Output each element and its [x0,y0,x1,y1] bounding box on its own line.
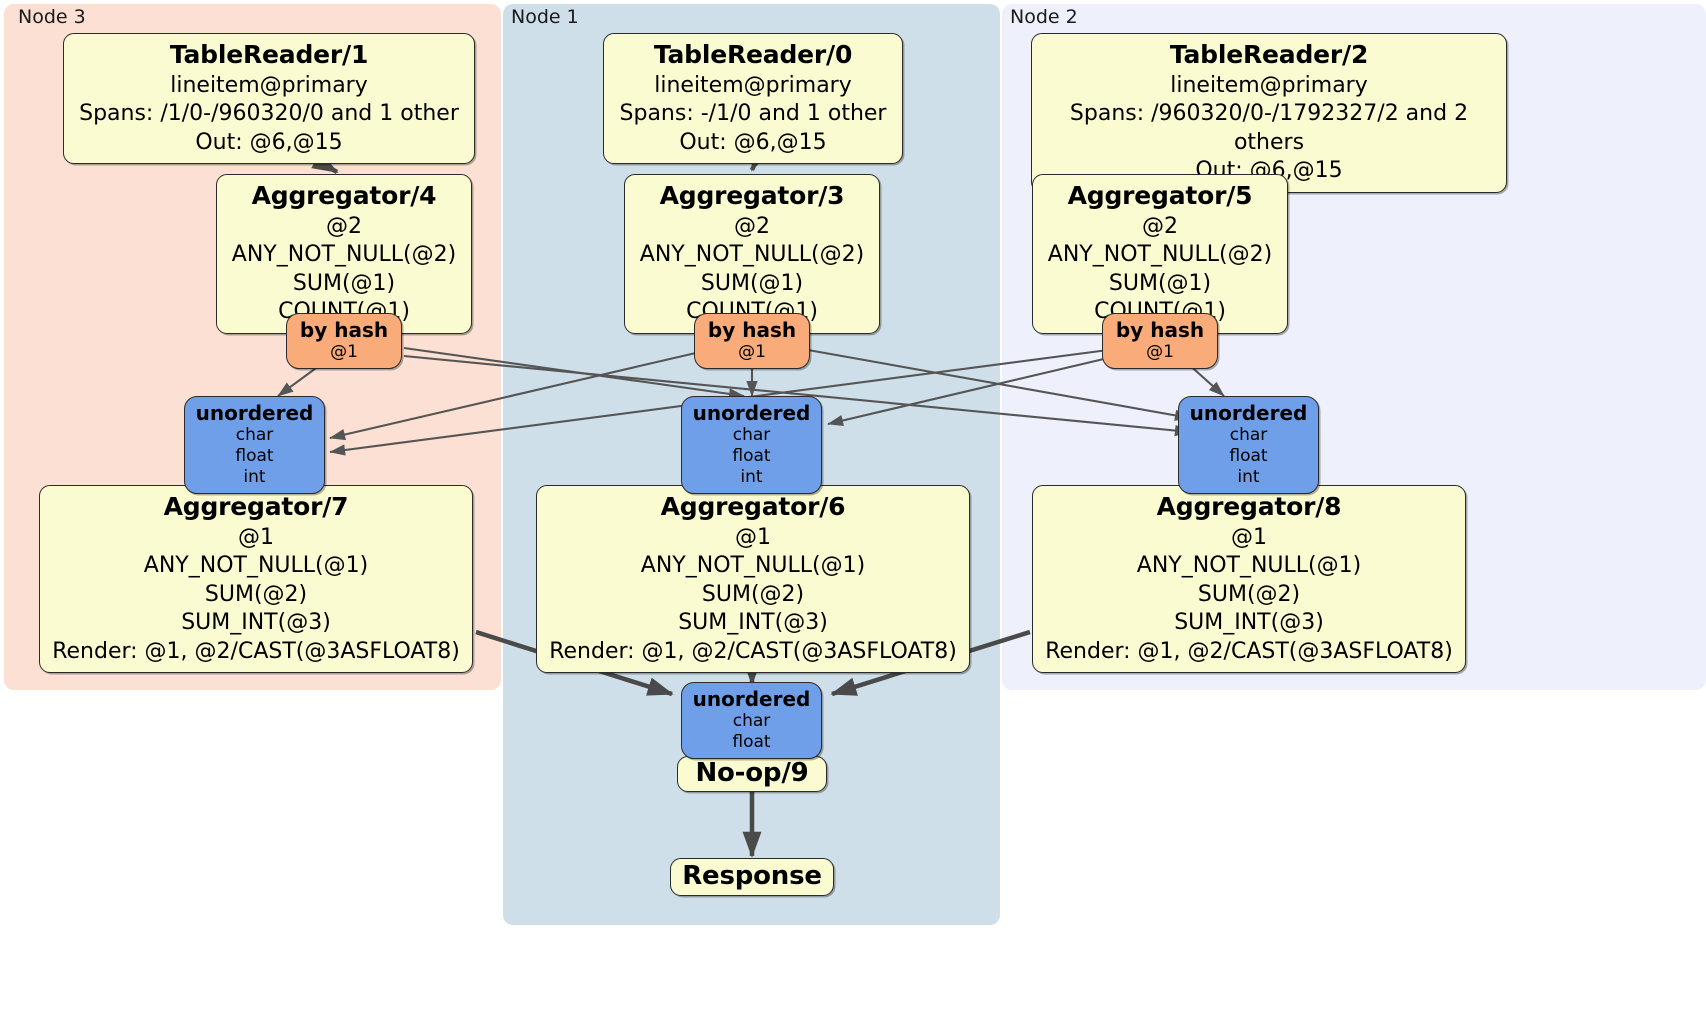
edge-hashM-unordL [329,350,701,441]
router-title: by hash [1115,318,1205,342]
router-by-hash-right[interactable]: by hash @1 [1102,313,1218,370]
processor-no-op-9[interactable]: No-op/9 [677,756,827,792]
processor-line: Out: @6,@15 [679,129,827,155]
router-unordered-left[interactable]: unordered char float int [184,396,325,494]
router-line: @1 [738,342,766,363]
processor-title: TableReader/1 [169,40,369,69]
processor-line: lineitem@primary [170,72,368,98]
processor-line: SUM_INT(@3) [678,610,828,636]
processor-title: Aggregator/6 [660,492,846,521]
router-unordered-final[interactable]: unordered char float [681,682,822,759]
router-line: float [1229,446,1268,467]
processor-line: SUM(@1) [292,270,396,296]
processor-aggregator-8[interactable]: Aggregator/8 @1 ANY_NOT_NULL(@1) SUM(@2)… [1032,485,1466,674]
processor-line: ANY_NOT_NULL(@1) [1136,553,1362,579]
processor-title: TableReader/0 [653,40,853,69]
processor-line: Spans: /1/0-/960320/0 and 1 other [79,101,459,127]
processor-title: Aggregator/8 [1156,492,1342,521]
processor-line: @1 [735,524,771,550]
router-line: int [740,466,763,487]
panel-node-1-label: Node 1 [511,6,579,28]
processor-line: Out: @6,@15 [195,129,343,155]
processor-title: Aggregator/7 [163,492,349,521]
router-line: int [243,466,266,487]
processor-aggregator-5[interactable]: Aggregator/5 @2 ANY_NOT_NULL(@2) SUM(@1)… [1032,174,1288,334]
processor-table-reader-0[interactable]: TableReader/0 lineitem@primary Spans: -/… [603,33,903,165]
panel-node-3-label: Node 3 [18,6,86,28]
processor-table-reader-1[interactable]: TableReader/1 lineitem@primary Spans: /1… [63,33,475,165]
processor-line: ANY_NOT_NULL(@2) [231,242,457,268]
router-line: @1 [1146,342,1174,363]
processor-line: @2 [1142,213,1178,239]
router-title: by hash [299,318,389,342]
router-title: unordered [1189,401,1308,425]
processor-title: Aggregator/4 [251,181,437,210]
router-line: char [1229,425,1268,446]
processor-title: Aggregator/5 [1067,181,1253,210]
router-title: by hash [707,318,797,342]
processor-line: Render: @1, @2/CAST(@3ASFLOAT8) [549,638,957,664]
processor-line: ANY_NOT_NULL(@2) [639,242,865,268]
processor-line: ANY_NOT_NULL(@1) [640,553,866,579]
processor-line: lineitem@primary [1170,72,1368,98]
processor-line: Render: @1, @2/CAST(@3ASFLOAT8) [52,638,460,664]
router-line: float [732,446,771,467]
processor-aggregator-3[interactable]: Aggregator/3 @2 ANY_NOT_NULL(@2) SUM(@1)… [624,174,880,334]
processor-title: TableReader/2 [1169,40,1369,69]
router-title: unordered [195,401,314,425]
router-title: unordered [692,687,811,711]
processor-line: @1 [238,524,274,550]
router-title: unordered [692,401,811,425]
processor-title: No-op/9 [695,757,809,788]
router-line: int [1237,466,1260,487]
processor-title: Aggregator/3 [659,181,845,210]
edge-hashR-unordM [827,356,1109,427]
processor-line: @2 [734,213,770,239]
router-line: char [732,711,771,732]
router-by-hash-left[interactable]: by hash @1 [286,313,402,370]
processor-title: Response [682,860,822,891]
processor-aggregator-7[interactable]: Aggregator/7 @1 ANY_NOT_NULL(@1) SUM(@2)… [39,485,473,674]
router-line: float [235,446,274,467]
processor-response[interactable]: Response [670,858,834,896]
processor-line: SUM(@2) [204,581,308,607]
router-by-hash-mid[interactable]: by hash @1 [694,313,810,370]
router-line: char [235,425,274,446]
processor-line: SUM(@2) [1197,581,1301,607]
processor-aggregator-4[interactable]: Aggregator/4 @2 ANY_NOT_NULL(@2) SUM(@1)… [216,174,472,334]
router-line: @1 [330,342,358,363]
processor-line: SUM_INT(@3) [181,610,331,636]
panel-node-2-label: Node 2 [1010,6,1078,28]
processor-line: @1 [1231,524,1267,550]
router-unordered-mid[interactable]: unordered char float int [681,396,822,494]
processor-line: SUM(@1) [700,270,804,296]
processor-aggregator-6[interactable]: Aggregator/6 @1 ANY_NOT_NULL(@1) SUM(@2)… [536,485,970,674]
processor-line: lineitem@primary [654,72,852,98]
processor-line: Spans: -/1/0 and 1 other [619,101,887,127]
router-line: float [732,732,771,753]
processor-table-reader-2[interactable]: TableReader/2 lineitem@primary Spans: /9… [1031,33,1507,193]
processor-line: SUM_INT(@3) [1174,610,1324,636]
processor-line: @2 [326,213,362,239]
edge-hashL-unordR [403,354,1191,437]
processor-line: ANY_NOT_NULL(@1) [143,553,369,579]
processor-line: ANY_NOT_NULL(@2) [1047,242,1273,268]
processor-line: SUM(@1) [1108,270,1212,296]
processor-line: Spans: /960320/0-/1792327/2 and 2 others [1069,101,1469,155]
processor-line: Render: @1, @2/CAST(@3ASFLOAT8) [1045,638,1453,664]
processor-line: SUM(@2) [701,581,805,607]
router-unordered-right[interactable]: unordered char float int [1178,396,1319,494]
router-line: char [732,425,771,446]
